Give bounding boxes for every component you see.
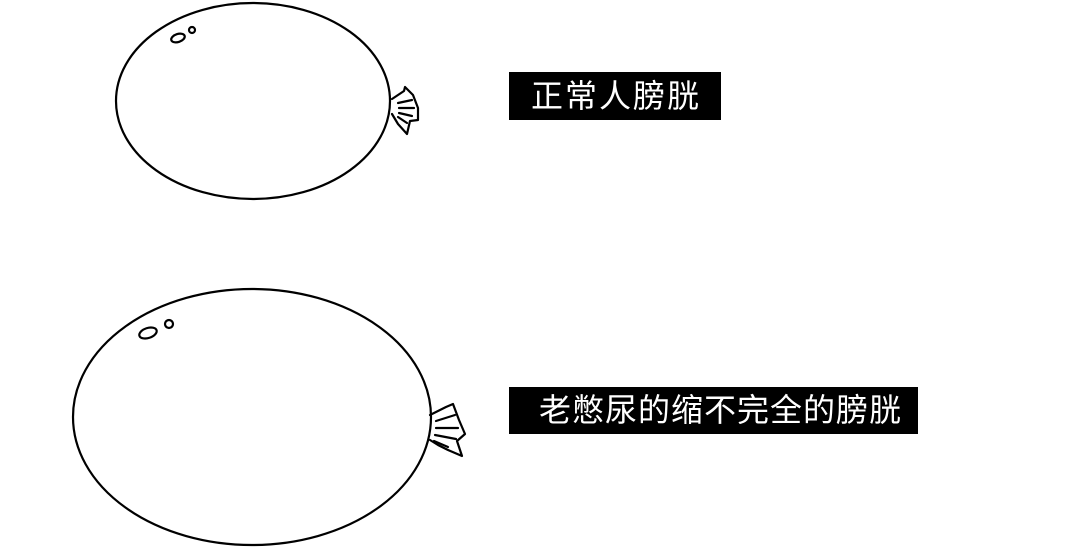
bladder-normal-icon <box>114 1 420 201</box>
bladder-enlarged-icon <box>71 287 467 547</box>
bladder-enlarged-neck-ridges <box>432 413 460 449</box>
bladder-normal-body <box>114 1 392 201</box>
bladder-enlarged-highlight-large <box>138 326 158 340</box>
bladder-enlarged-body <box>71 287 433 547</box>
normal-bladder-label: 正常人膀胱 <box>509 72 722 120</box>
bladder-enlarged-neck <box>428 402 467 458</box>
bladder-enlarged-highlight-small <box>163 318 175 330</box>
bladder-normal-highlight-small <box>187 25 197 35</box>
bladder-normal-highlight-large <box>170 32 186 44</box>
bladder-normal-neck <box>390 85 420 136</box>
bladder-normal-neck-ridges <box>396 98 416 125</box>
weak-bladder-label: 老憋尿的缩不完全的膀胱 <box>509 387 919 434</box>
